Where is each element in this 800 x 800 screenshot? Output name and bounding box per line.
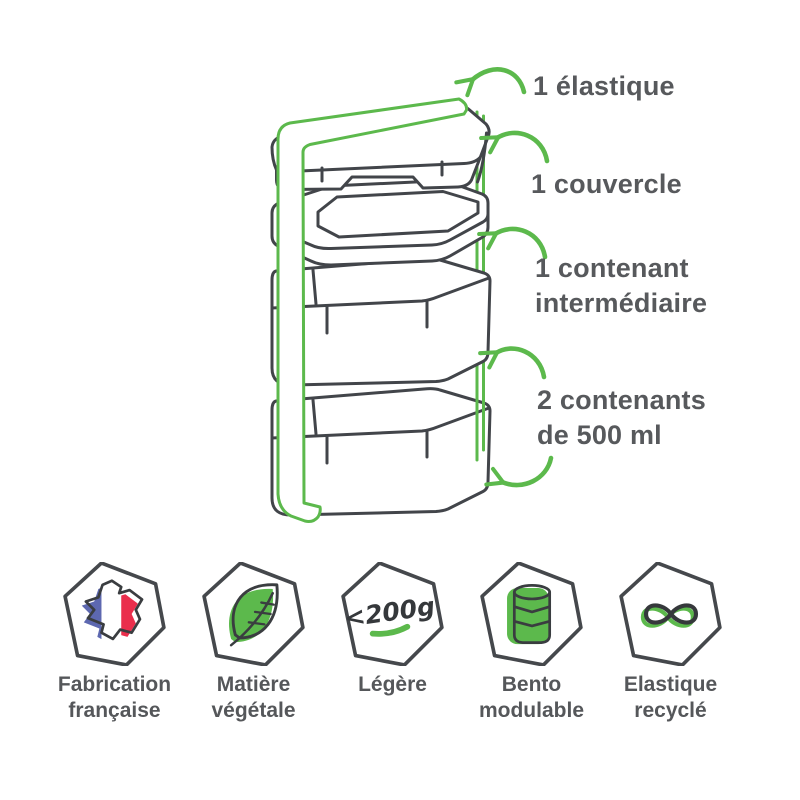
callout-contenant-intermediaire: 1 contenant intermédiaire — [535, 251, 707, 321]
feature-legere: <200g Légère — [323, 562, 462, 724]
callout-line: 1 couvercle — [531, 169, 682, 199]
intermediate-container — [270, 179, 490, 267]
arrow-contenant-bas — [484, 455, 554, 488]
feature-elastique-recycle: Elastique recyclé — [601, 562, 740, 724]
callout-line: 2 contenants — [537, 385, 706, 415]
callout-contenants-500ml: 2 contenants de 500 ml — [537, 383, 706, 453]
feature-label: Fabrication française — [57, 673, 172, 722]
arrow-intermediaire — [477, 226, 548, 260]
elastic-band — [276, 97, 469, 523]
feature-label: Bento modulable — [478, 673, 584, 722]
feature-matiere-vegetale: Matière végétale — [184, 562, 323, 724]
callout-line: 1 élastique — [533, 71, 675, 101]
feature-label: Elastique recyclé — [623, 673, 718, 722]
feature-label: Légère — [358, 673, 427, 696]
callout-elastique: 1 élastique — [533, 69, 675, 104]
arrow-couvercle — [479, 130, 550, 164]
elastic-band-right-front — [475, 386, 485, 462]
callout-arrows — [454, 67, 554, 488]
container-500ml-lower — [270, 387, 492, 517]
green-underline — [369, 623, 410, 637]
callout-line: de 500 ml — [537, 420, 662, 450]
bento-stack-icon — [479, 562, 583, 666]
weight-badge-icon: <200g — [340, 562, 444, 666]
callout-line: intermédiaire — [535, 288, 708, 318]
features-row: Fabrication française Matière végétale — [45, 562, 740, 724]
callout-line: 1 contenant — [535, 253, 689, 283]
feature-label: Matière végétale — [211, 673, 296, 722]
leaf-icon — [201, 562, 305, 666]
feature-bento-modulable: Bento modulable — [462, 562, 601, 724]
infinity-icon — [618, 562, 722, 666]
france-map-icon — [62, 562, 166, 666]
arrow-contenant-haut — [478, 346, 547, 380]
callout-couvercle: 1 couvercle — [531, 167, 682, 202]
arrow-elastique — [454, 67, 527, 98]
feature-fabrication-francaise: Fabrication française — [45, 562, 184, 724]
